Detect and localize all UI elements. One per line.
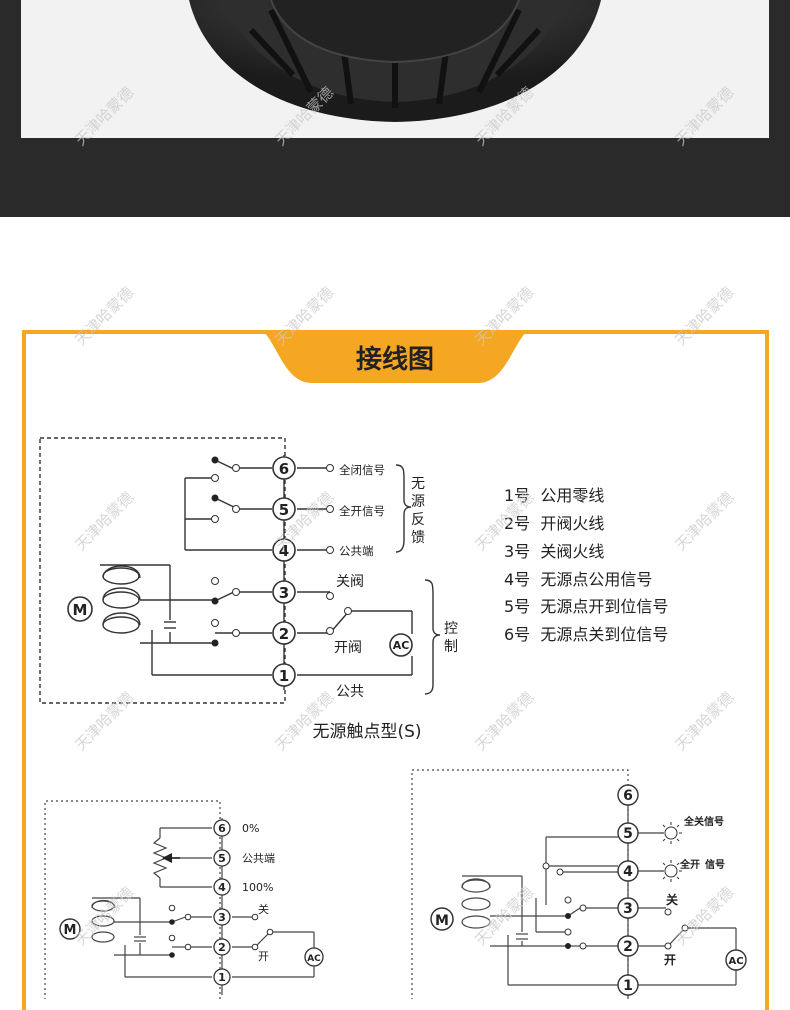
signal-common: 公共端	[339, 544, 374, 558]
main-contacts	[211, 456, 352, 647]
right-full-close-signal: 全关信号	[683, 815, 724, 828]
terminal-3: 3	[272, 580, 296, 604]
close-valve-label: 关阀	[336, 574, 364, 590]
right-close-label: 关	[666, 892, 678, 907]
svg-text:2: 2	[623, 939, 633, 955]
actuator-base-image	[189, 0, 601, 122]
svg-text:M: M	[64, 923, 77, 938]
right-sun-lamps	[660, 822, 682, 882]
svg-text:2: 2	[279, 625, 289, 643]
lamp-icon-full-open	[660, 860, 682, 882]
terminal-2: 2	[272, 621, 296, 645]
legend-item-1: 1号 公用零线	[504, 486, 604, 505]
svg-text:源: 源	[411, 494, 425, 510]
left-close-label: 关	[258, 902, 269, 916]
top-dark-band	[0, 0, 790, 217]
svg-text:1: 1	[279, 667, 289, 685]
right-full-open-b: 信号	[705, 858, 725, 871]
legend-item-4: 4号 无源点公用信号	[504, 570, 652, 589]
svg-text:反: 反	[411, 512, 425, 528]
terminal-4: 4	[272, 538, 296, 562]
svg-text:AC: AC	[393, 639, 410, 652]
legend-item-5: 5号 无源点开到位信号	[504, 597, 668, 616]
svg-text:AC: AC	[728, 956, 743, 967]
svg-text:制: 制	[444, 639, 458, 655]
main-terminals: 6 5 4 3 2 1	[272, 456, 296, 687]
potentiometer-diagram	[44, 800, 315, 999]
open-valve-label: 开阀	[334, 640, 362, 656]
left-terminals: 6 5 4 3 2 1	[213, 819, 231, 986]
main-motor: M	[67, 596, 93, 622]
wiper-arrow-icon	[162, 853, 172, 863]
signal-full-close: 全闭信号	[339, 463, 385, 477]
svg-text:M: M	[73, 601, 88, 619]
svg-text:4: 4	[218, 881, 226, 894]
left-contacts	[168, 904, 274, 958]
pot-100-percent: 100%	[242, 881, 273, 894]
legend-item-6: 6号 无源点关到位信号	[504, 625, 668, 644]
svg-text:4: 4	[623, 864, 633, 880]
svg-text:1: 1	[623, 978, 633, 994]
common-label: 公共	[336, 684, 364, 700]
pot-0-percent: 0%	[242, 822, 259, 835]
svg-text:M: M	[435, 913, 449, 929]
left-motor: M	[59, 918, 81, 940]
svg-text:控: 控	[444, 621, 458, 637]
main-diagram	[39, 437, 441, 704]
svg-text:6: 6	[279, 460, 289, 478]
terminal-legend: 1号 公用零线 2号 开阀火线 3号 关阀火线 4号 无源点公用信号 5号 无源…	[504, 486, 668, 644]
svg-text:4: 4	[279, 542, 289, 560]
pot-common: 公共端	[242, 852, 275, 865]
svg-text:2: 2	[218, 941, 226, 954]
legend-item-3: 3号 关阀火线	[504, 542, 604, 561]
section-title: 接线图	[356, 345, 434, 375]
terminal-5: 5	[272, 497, 296, 521]
svg-text:6: 6	[623, 788, 633, 804]
svg-text:1: 1	[218, 971, 226, 984]
svg-text:5: 5	[623, 826, 633, 842]
legend-item-2: 2号 开阀火线	[504, 514, 604, 533]
left-open-label: 开	[258, 950, 269, 963]
left-ac-source: AC	[304, 947, 324, 967]
feedback-brace-label: 无 源 反 馈	[411, 476, 425, 546]
svg-text:3: 3	[279, 584, 289, 602]
title-tab	[262, 330, 528, 383]
signal-full-open: 全开信号	[339, 504, 385, 518]
terminal-1: 1	[272, 663, 296, 687]
terminal-6: 6	[272, 456, 296, 480]
svg-text:6: 6	[218, 822, 226, 835]
signal-lamp-diagram	[411, 769, 737, 999]
svg-text:3: 3	[218, 911, 226, 924]
product-photo	[21, 0, 769, 138]
right-open-label: 开	[664, 953, 676, 967]
right-motor: M	[430, 907, 454, 931]
svg-text:馈: 馈	[411, 530, 425, 546]
main-ac-source: AC	[389, 633, 413, 657]
lamp-icon-full-close	[660, 822, 682, 844]
control-brace-label: 控 制	[444, 621, 458, 655]
right-full-open-a: 全开	[679, 858, 700, 871]
right-ac-source: AC	[725, 949, 747, 971]
svg-text:5: 5	[279, 501, 289, 519]
svg-text:无: 无	[411, 476, 425, 492]
svg-text:AC: AC	[307, 954, 321, 964]
main-diagram-caption: 无源触点型(S)	[312, 722, 421, 742]
svg-text:5: 5	[218, 852, 226, 865]
right-contacts	[542, 862, 689, 950]
right-terminals: 6 5 4 3 2 1	[617, 784, 639, 996]
svg-text:3: 3	[623, 901, 633, 917]
